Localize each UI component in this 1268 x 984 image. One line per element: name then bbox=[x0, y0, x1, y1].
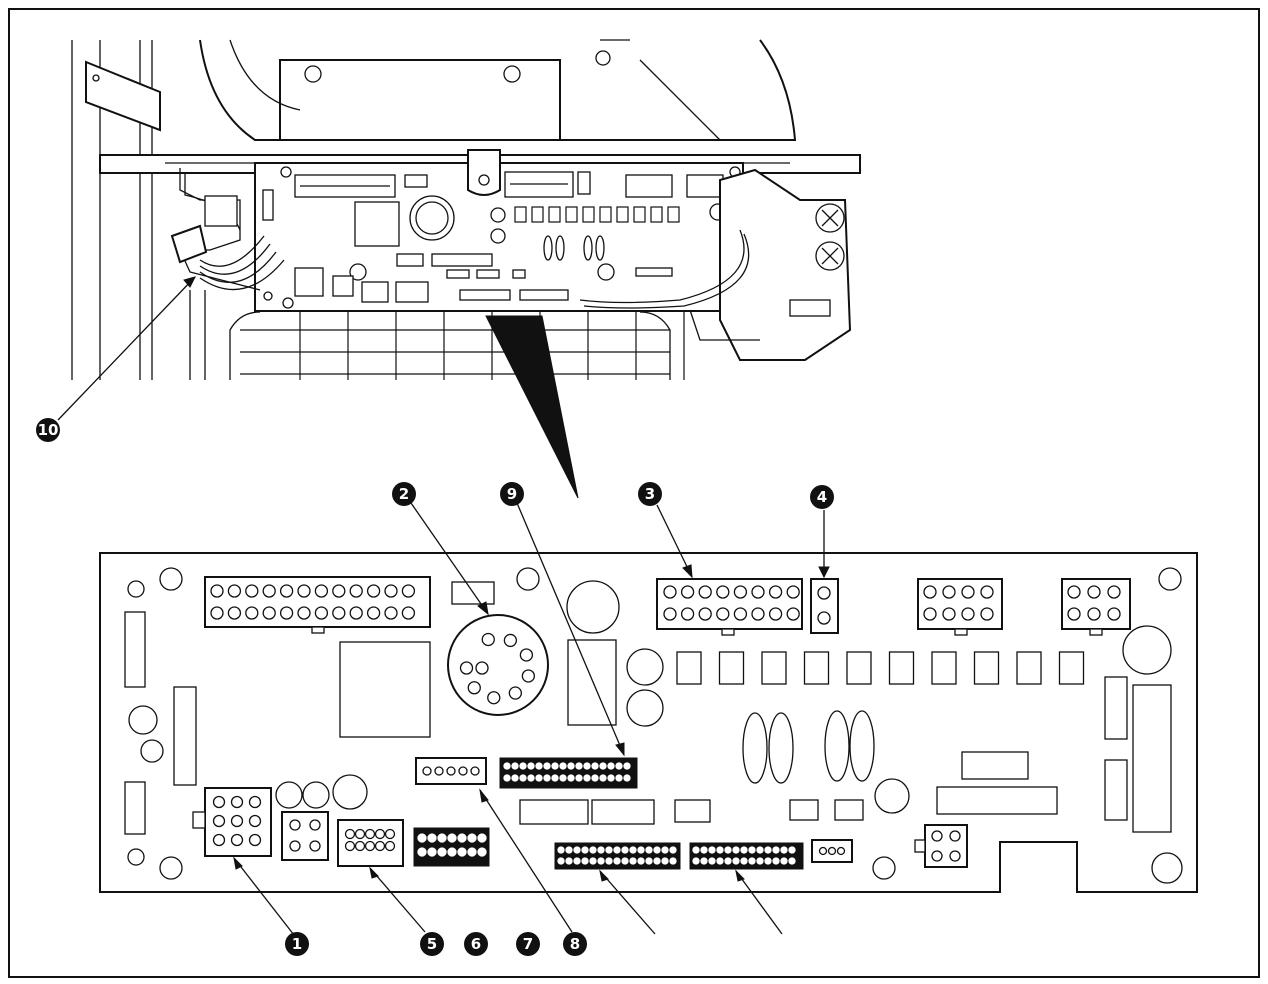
callout-8: 8 bbox=[563, 932, 587, 956]
installed-control-board bbox=[254, 149, 744, 312]
callout-9-label: 9 bbox=[507, 485, 517, 503]
callout-7: 7 bbox=[516, 932, 540, 956]
connector-3pin bbox=[811, 839, 853, 863]
callout-6: 6 bbox=[464, 932, 488, 956]
callout-3-label: 3 bbox=[645, 485, 655, 503]
machine-frame-left bbox=[71, 40, 161, 380]
capacitor-large bbox=[566, 580, 620, 634]
connector-9pin bbox=[192, 787, 272, 857]
board-outline bbox=[99, 552, 1198, 893]
leader-lines bbox=[57, 276, 830, 936]
transformer-block bbox=[567, 639, 617, 726]
connector-8pin bbox=[917, 578, 1003, 636]
callout-9: 9 bbox=[500, 482, 524, 506]
connector-10pin-white bbox=[337, 819, 404, 867]
mounting-holes bbox=[127, 567, 1183, 884]
connector-40pin-black bbox=[499, 757, 638, 789]
connector-24pin bbox=[204, 576, 431, 634]
connector-2pin bbox=[810, 578, 839, 634]
callout-4: 4 bbox=[810, 485, 834, 509]
callout-4-label: 4 bbox=[817, 488, 827, 506]
connector-ribbon-left bbox=[554, 842, 681, 870]
zoom-pointer-arrow bbox=[485, 315, 579, 499]
machine-frame-right bbox=[579, 168, 852, 361]
wire-harness bbox=[170, 168, 285, 380]
oval-components bbox=[742, 710, 875, 784]
machine-underside-illustration bbox=[71, 39, 861, 499]
machine-bracket bbox=[199, 39, 797, 141]
relay-row bbox=[676, 651, 1085, 685]
round-din-connector bbox=[447, 614, 549, 716]
connector-4pin bbox=[281, 811, 329, 861]
callout-6-label: 6 bbox=[471, 935, 481, 953]
ic-chip-large bbox=[339, 641, 431, 738]
callout-10: 10 bbox=[36, 418, 60, 442]
callout-1-label: 1 bbox=[292, 935, 302, 953]
callout-10-label: 10 bbox=[38, 421, 59, 439]
control-board-closeup bbox=[99, 552, 1198, 893]
callout-8-label: 8 bbox=[570, 935, 580, 953]
connector-5pin bbox=[415, 757, 487, 785]
callout-1: 1 bbox=[285, 932, 309, 956]
callout-7-label: 7 bbox=[523, 935, 533, 953]
callout-5: 5 bbox=[420, 932, 444, 956]
connector-12pin-black bbox=[413, 827, 490, 867]
connector-4pin-right bbox=[914, 824, 968, 868]
small-component-row bbox=[514, 206, 680, 223]
connector-16pin bbox=[656, 578, 803, 636]
callout-5-label: 5 bbox=[427, 935, 437, 953]
connector-6pin bbox=[1061, 578, 1131, 636]
callout-2-label: 2 bbox=[399, 485, 409, 503]
connector-ribbon-right bbox=[689, 842, 804, 870]
callout-2: 2 bbox=[392, 482, 416, 506]
callout-3: 3 bbox=[638, 482, 662, 506]
